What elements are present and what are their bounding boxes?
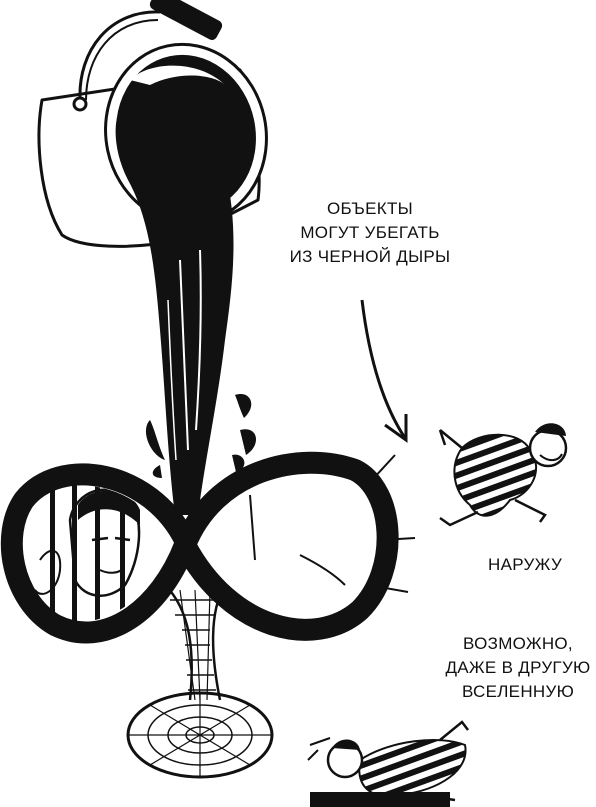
black-liquid-stream bbox=[115, 107, 257, 515]
infinity-loop bbox=[0, 451, 416, 644]
caption-escape-line1: ОБЪЕКТЫ bbox=[326, 199, 414, 218]
caption-outside: НАРУЖУ bbox=[488, 553, 596, 577]
caption-outside-text: НАРУЖУ bbox=[488, 555, 563, 574]
caption-universe-line1: ВОЗМОЖНО, bbox=[463, 634, 573, 653]
wormhole-funnel bbox=[126, 584, 274, 779]
lying-convict bbox=[307, 720, 469, 807]
caption-escape-line3: ИЗ ЧЕРНОЙ ДЫРЫ bbox=[289, 247, 451, 266]
caption-escape-line2: МОГУТ УБЕГАТЬ bbox=[300, 223, 440, 242]
caption-escape: ОБЪЕКТЫ МОГУТ УБЕГАТЬ ИЗ ЧЕРНОЙ ДЫРЫ bbox=[270, 197, 470, 269]
curved-arrow-icon bbox=[360, 299, 408, 443]
caption-universe: ВОЗМОЖНО, ДАЖЕ В ДРУГУЮ ВСЕЛЕННУЮ bbox=[440, 632, 596, 704]
caption-universe-line2: ДАЖЕ В ДРУГУЮ bbox=[445, 658, 591, 677]
caption-universe-line3: ВСЕЛЕННУЮ bbox=[461, 682, 575, 701]
escaping-convict bbox=[438, 423, 568, 527]
